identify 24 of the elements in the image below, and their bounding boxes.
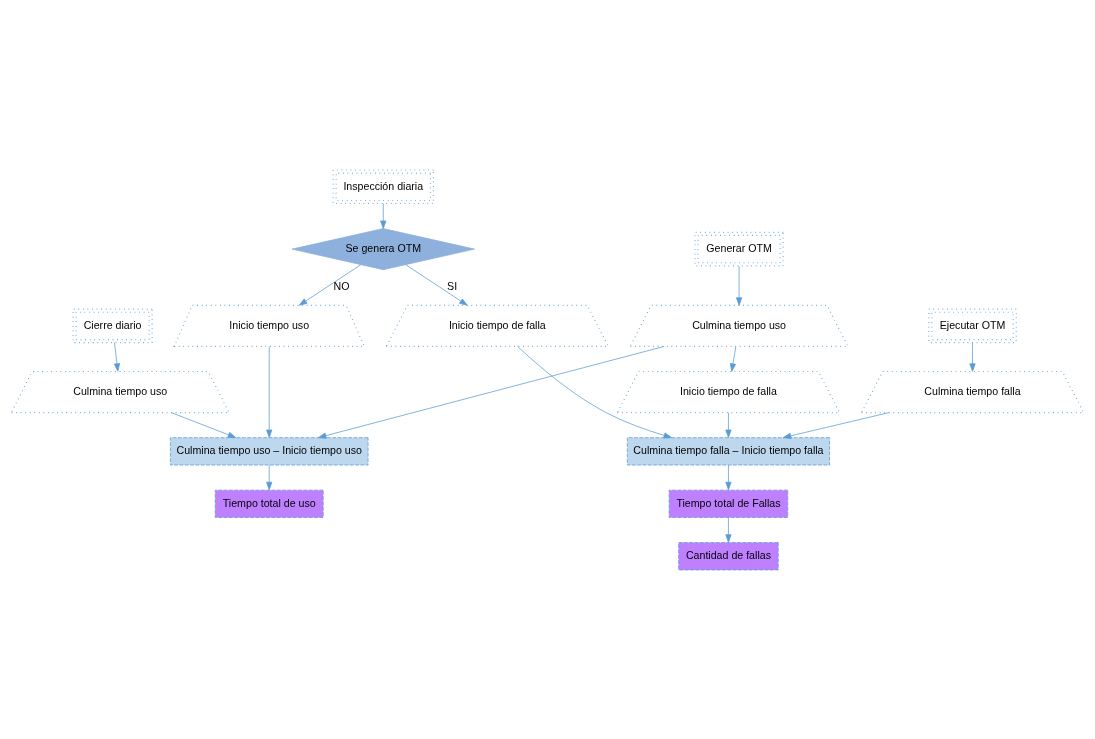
arrow: [725, 516, 732, 543]
arrow: [736, 265, 743, 306]
arrow: [725, 411, 732, 438]
arrow: [782, 411, 890, 439]
arrow: [266, 464, 273, 490]
arrow: [298, 263, 362, 306]
node-box: Culmina tiempo falla – Inicio tiempo falla: [626, 436, 830, 465]
node-box: Culmina tiempo uso – Inicio tiempo uso: [170, 436, 369, 465]
node-box: Tiempo total de Fallas: [668, 489, 789, 518]
arrow: [380, 202, 387, 229]
node-box: Cantidad de fallas: [678, 541, 779, 570]
arrow: [725, 464, 732, 490]
arrow: [405, 263, 468, 306]
arrow: [266, 345, 273, 438]
node-diamond: Se genera OTM: [291, 227, 475, 270]
edge-label: NO: [333, 279, 350, 292]
arrow: [969, 341, 976, 372]
arrow: [318, 345, 665, 439]
arrow: [170, 411, 237, 438]
node-box: Tiempo total de uso: [214, 489, 324, 518]
arrow: [517, 345, 672, 438]
edge-label: SI: [447, 279, 458, 292]
arrow: [729, 345, 737, 372]
arrow: [113, 341, 120, 372]
